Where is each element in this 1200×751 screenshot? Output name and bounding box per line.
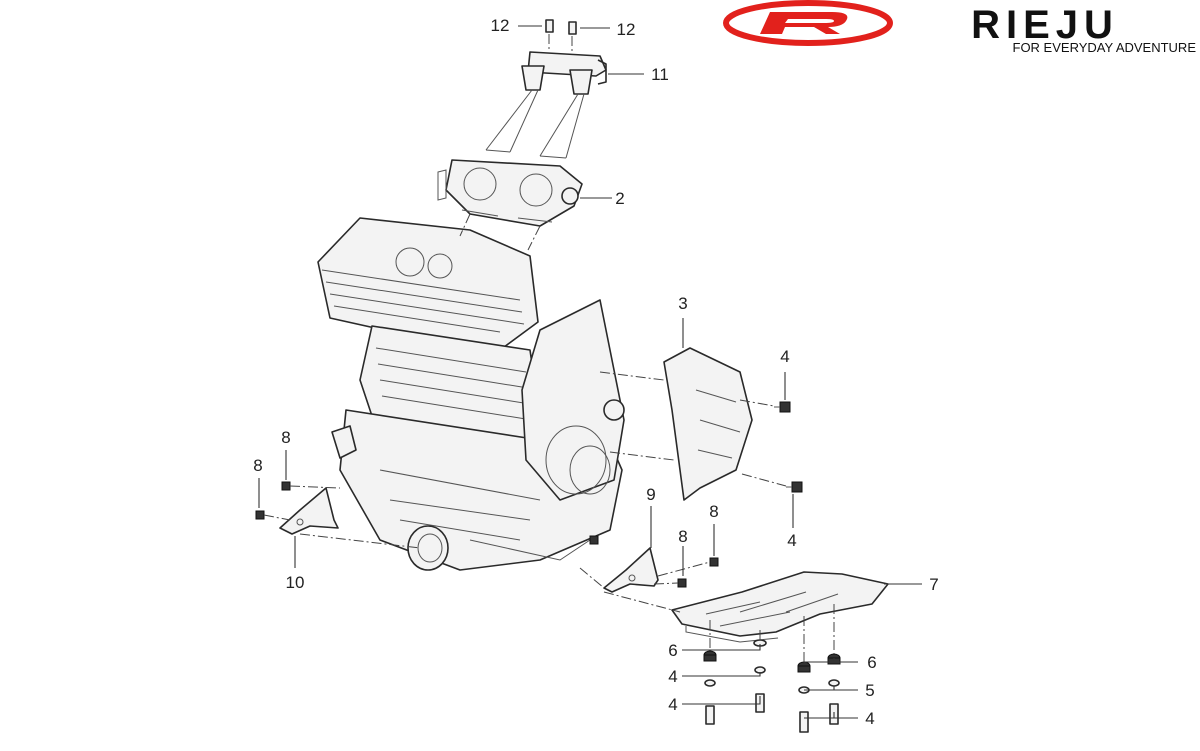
logo-wordmark: RIEJU <box>971 3 1119 47</box>
injector-left <box>521 65 545 91</box>
engine-bracket-right <box>603 547 659 593</box>
bolt-12-left <box>545 19 554 33</box>
leader-lines <box>258 25 922 719</box>
callout-4-left-low: 4 <box>668 695 677 714</box>
callout-9: 9 <box>646 485 655 504</box>
injector-right <box>569 69 593 95</box>
callout-7: 7 <box>929 575 938 594</box>
callout-4-right-low: 4 <box>865 709 874 728</box>
callout-6-right: 6 <box>867 653 876 672</box>
skid-plate <box>671 571 889 643</box>
bolt-4-upper <box>779 401 791 413</box>
callout-11: 11 <box>651 65 669 84</box>
rieju-logo: RIEJU FOR EVERYDAY ADVENTURE <box>723 0 1197 55</box>
bolt-8-d <box>677 578 687 588</box>
bolt-8-b <box>255 510 265 520</box>
callout-10: 10 <box>286 573 305 592</box>
engine-bracket-left <box>279 487 339 535</box>
logo-emblem-r-mark <box>760 12 848 34</box>
stack-right <box>797 653 841 733</box>
fuel-hose <box>597 59 607 85</box>
callout-12-left: 12 <box>491 16 510 35</box>
callout-2: 2 <box>615 189 624 208</box>
callout-8-left: 8 <box>253 456 262 475</box>
logo-emblem-oval <box>723 0 893 46</box>
callout-8-right-upper: 8 <box>709 502 718 521</box>
bolt-8-c <box>709 557 719 567</box>
bolt-12-right <box>568 21 577 35</box>
throttle-body <box>437 159 583 227</box>
cylinder-head <box>317 217 539 351</box>
callout-labels: 12 12 11 2 3 4 4 8 8 10 9 8 8 7 6 4 4 6 … <box>253 16 938 728</box>
clutch-cover <box>521 299 625 501</box>
assembly-phantom-lines <box>263 213 835 662</box>
callout-4-lower: 4 <box>787 531 796 550</box>
water-inlet <box>331 425 357 459</box>
bolt-8-a <box>281 481 291 491</box>
callout-6-left: 6 <box>668 641 677 660</box>
callout-8-upper: 8 <box>281 428 290 447</box>
callout-5: 5 <box>865 681 874 700</box>
callout-4-left-mid: 4 <box>668 667 677 686</box>
logo-tagline: FOR EVERYDAY ADVENTURE <box>1013 40 1197 55</box>
callout-12-right: 12 <box>617 20 636 39</box>
engine-block <box>317 217 625 571</box>
bolt-4-lower <box>791 481 803 493</box>
callout-4-upper: 4 <box>780 347 789 366</box>
stack-left <box>703 639 767 725</box>
callout-3: 3 <box>678 294 687 313</box>
callout-8-right-lower: 8 <box>678 527 687 546</box>
fasteners <box>255 401 803 588</box>
sprocket-cover <box>663 347 753 501</box>
fuel-rail-assembly <box>485 19 607 159</box>
